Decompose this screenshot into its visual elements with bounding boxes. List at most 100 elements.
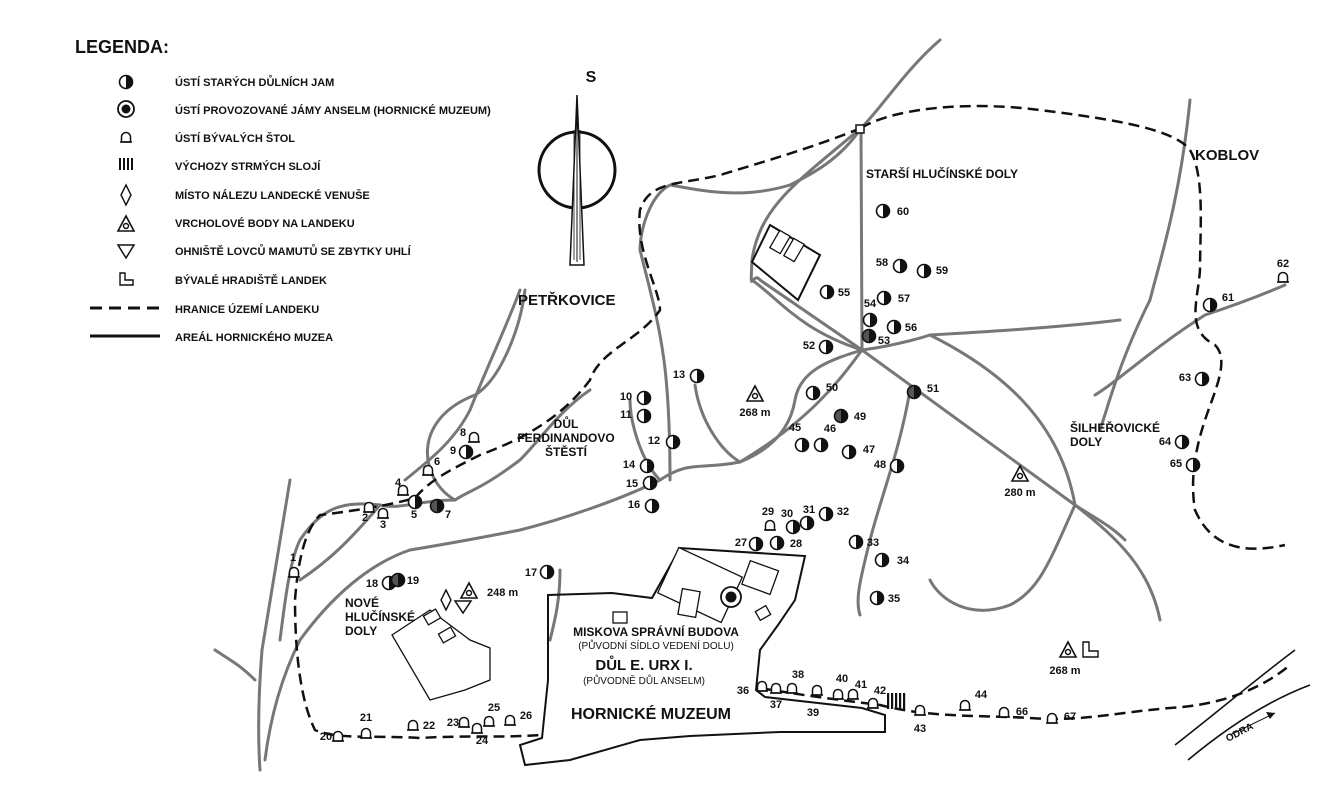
marker-number-label: 22: [423, 720, 435, 732]
marker-number-label: 6: [434, 456, 440, 468]
old-shaft-icon: [769, 535, 785, 551]
adit-marker: 25: [482, 702, 500, 727]
old-shaft-marker: 5: [407, 494, 423, 521]
old-shaft-icon: [665, 434, 681, 450]
old-shaft-marker: 64: [1159, 434, 1190, 450]
marker-number-label: 58: [876, 257, 888, 269]
old-shaft-marker: 65: [1170, 457, 1201, 473]
anselm-shaft-icon: [117, 100, 135, 118]
marker-number-label: 37: [770, 699, 782, 711]
marker-number-label: 3: [380, 519, 386, 531]
venus-find-icon: [120, 183, 132, 207]
compass-north-label: S: [586, 69, 597, 86]
old-shaft-marker: 54: [862, 298, 878, 328]
hearth-icon: [453, 600, 473, 615]
adit-marker: 8: [460, 427, 481, 443]
old-shaft-icon: [689, 368, 705, 384]
place-petrkovice: PETŘKOVICE: [518, 291, 616, 309]
adit-icon: [810, 684, 824, 696]
old-shaft-icon: [916, 263, 932, 279]
old-shaft-marker: 45: [789, 422, 810, 453]
dark-shaft-marker: 53: [861, 328, 890, 347]
marker-number-label: 28: [790, 538, 802, 550]
place-miskova-sub: (PŮVODNÍ SÍDLO VEDENÍ DOLU): [578, 639, 734, 652]
adit-icon: [470, 722, 484, 734]
marker-number-label: 66: [1016, 706, 1028, 718]
marker-number-label: 64: [1159, 436, 1172, 448]
marker-number-label: 49: [854, 411, 866, 423]
old-shaft-marker: 50: [805, 382, 838, 401]
marker-number-label: 59: [936, 265, 948, 277]
marker-number-label: 62: [1277, 258, 1289, 270]
adit-icon: [997, 706, 1011, 718]
old-shaft-marker: 31: [799, 504, 815, 531]
old-shaft-icon: [1174, 434, 1190, 450]
old-shaft-icon: [892, 258, 908, 274]
marker-number-label: 14: [623, 459, 636, 471]
old-shaft-marker: 48: [874, 458, 905, 474]
old-shaft-marker: 18: [366, 575, 397, 591]
old-shaft-icon: [636, 408, 652, 424]
elevation-label: 280 m: [1004, 487, 1035, 499]
marker-number-label: 63: [1179, 372, 1191, 384]
place-dul-urx-sub: (PŮVODNĚ DŮL ANSELM): [583, 674, 705, 687]
legend-item-label: BÝVALÉ HRADIŠTĚ LANDEK: [175, 274, 327, 287]
adit-icon: [769, 682, 783, 694]
place-starsi-doly: STARŠÍ HLUČÍNSKÉ DOLY: [866, 166, 1018, 181]
marker-number-label: 9: [450, 445, 456, 457]
marker-number-label: 23: [447, 717, 459, 729]
adit-marker: 24: [470, 722, 489, 747]
elevation-label: 248 m: [487, 587, 518, 599]
museum-small-building: [754, 604, 772, 622]
old-shaft-marker: 58: [876, 257, 908, 274]
adit-icon: [482, 715, 496, 727]
marker-number-label: 43: [914, 723, 926, 735]
adit-icon: [467, 431, 481, 443]
adit-icon: [785, 682, 799, 694]
old-shaft-icon: [848, 534, 864, 550]
place-labels: PETŘKOVICE KOBLOV STARŠÍ HLUČÍNSKÉ DOLY …: [345, 147, 1259, 723]
adit-icon: [359, 727, 373, 739]
marker-number-label: 48: [874, 459, 886, 471]
adit-marker: 42: [866, 685, 886, 709]
adit-marker: 67: [1045, 711, 1076, 724]
marker-number-label: 35: [888, 593, 900, 605]
adit-icon: [457, 716, 471, 728]
adit-icon: [1276, 271, 1290, 283]
adit-icon: [763, 519, 777, 531]
legend-item-label: ÚSTÍ PROVOZOVANÉ JÁMY ANSELM (HORNICKÉ M…: [175, 104, 491, 117]
old-shaft-icon: [805, 385, 821, 401]
marker-number-label: 13: [673, 369, 685, 381]
old-shaft-marker: 33: [848, 534, 879, 550]
place-silherovicke: DOLY: [1070, 435, 1102, 449]
marker-number-label: 36: [737, 685, 749, 697]
dark-shaft-marker: 49: [833, 408, 866, 424]
museum-building-east: [740, 559, 780, 596]
adit-marker: 43: [913, 704, 927, 735]
old-shaft-icon: [636, 390, 652, 406]
legend-title: LEGENDA:: [75, 37, 169, 57]
summits: 268 m 280 m 248 m 268 m: [440, 385, 1099, 677]
old-shaft-icon: [818, 506, 834, 522]
odra-label: ODRA: [1224, 721, 1255, 745]
old-shaft-marker: 13: [673, 368, 705, 384]
adit-marker: 66: [997, 706, 1028, 718]
hillfort-icon: [1082, 641, 1099, 658]
dark-shaft-marker: 19: [390, 572, 419, 588]
old-shaft-marker: 56: [886, 319, 917, 335]
adit-icon: [406, 719, 420, 731]
old-shaft-icon: [1185, 457, 1201, 473]
old-shaft-marker: 11: [620, 408, 652, 424]
adit-icon: [755, 680, 769, 692]
marker-number-label: 10: [620, 391, 632, 403]
old-shaft-marker: 35: [869, 590, 900, 606]
adit-marker: 44: [958, 689, 988, 711]
marker-number-label: 40: [836, 673, 848, 685]
old-shaft-icon: [785, 519, 801, 535]
marker-number-label: 50: [826, 382, 838, 394]
adit-marker: 2: [362, 501, 376, 524]
marker-number-label: 56: [905, 322, 917, 334]
marker-number-label: 4: [395, 477, 402, 489]
old-shaft-marker: 12: [648, 434, 681, 450]
place-silherovicke: ŠILHEŘOVICKÉ: [1070, 420, 1160, 435]
